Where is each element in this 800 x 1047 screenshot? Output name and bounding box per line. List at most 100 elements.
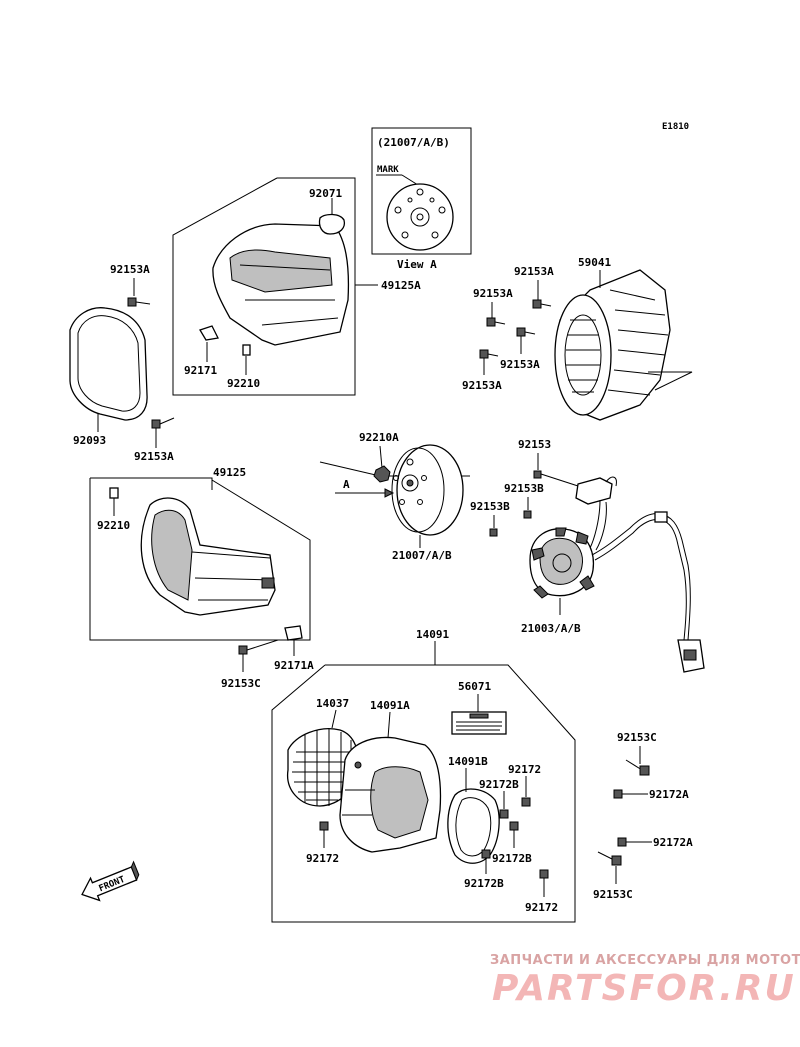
screen-mesh xyxy=(292,729,357,806)
clip-92171A xyxy=(284,625,303,641)
label-92153C-2: 92153C xyxy=(617,731,657,744)
pickup-clip xyxy=(605,476,617,487)
bolt-shank xyxy=(487,353,499,357)
label-14037: 14037 xyxy=(316,697,349,710)
fan-face xyxy=(554,294,612,416)
screw-92172A-2 xyxy=(617,837,627,847)
flywheel-hole xyxy=(431,231,439,239)
shroud-upper-group: 92071 49125A 92171 92210 xyxy=(172,177,421,396)
diagram-code: E1810 xyxy=(662,122,689,132)
cover-opening xyxy=(370,766,429,839)
screw-92172B-a xyxy=(499,809,509,819)
bolt-head xyxy=(523,510,532,519)
bolt-head xyxy=(127,297,137,307)
gasket-92093: 92093 xyxy=(69,307,148,447)
label-49125A: 49125A xyxy=(381,279,421,292)
harness-clip xyxy=(654,511,668,523)
screw-92172-a xyxy=(521,797,531,807)
label-21007: 21007/A/B xyxy=(392,549,452,562)
shroud-lower-shade xyxy=(151,509,193,601)
bolt-head xyxy=(479,349,489,359)
nut-92210A xyxy=(373,465,391,483)
clip-92210 xyxy=(242,344,251,356)
view-a-caption: View A xyxy=(397,258,437,271)
label-92171: 92171 xyxy=(184,364,217,377)
label-92153C-3: 92153C xyxy=(593,888,633,901)
leader-92210A xyxy=(379,445,383,469)
screw-92172B-c xyxy=(481,849,491,859)
label-92172-c: 92172 xyxy=(306,852,339,865)
pickup-wire xyxy=(589,499,607,551)
label-92172B-c: 92172B xyxy=(464,877,504,890)
watermark-tagline: ЗАПЧАСТИ И АКСЕССУАРЫ ДЛЯ МОТОТЕХНИКИ xyxy=(490,953,800,968)
flywheel-hole xyxy=(399,499,405,505)
group-box-49125A xyxy=(172,177,356,396)
view-a-mark-label: MARK xyxy=(377,165,399,175)
label-92153A-5: 92153A xyxy=(500,358,540,371)
group-box-14091 xyxy=(271,664,576,923)
flywheel-rim xyxy=(396,444,464,536)
front-arrow-depth xyxy=(130,860,140,882)
stator-inner xyxy=(539,537,583,585)
view-a-arrow-head xyxy=(384,488,395,498)
pickup-coil xyxy=(575,477,613,505)
fan-ring xyxy=(564,314,602,396)
label-92153A-4: 92153A xyxy=(473,287,513,300)
cover-group-14091: 14091 14037 14091A 56071 14091B 92172 92… xyxy=(271,628,576,923)
screw-92172-c xyxy=(319,821,329,831)
bolt-92153C-3-head xyxy=(611,855,622,866)
flywheel-hole xyxy=(394,206,402,214)
bolt-92153A-lower: 92153A xyxy=(134,417,175,463)
flywheel-hub-center xyxy=(406,479,414,487)
leader-14037 xyxy=(331,709,337,729)
label-92172B-a: 92172B xyxy=(479,778,519,791)
label-59041: 59041 xyxy=(578,256,611,269)
label-21003: 21003/A/B xyxy=(521,622,581,635)
label-92172A-1: 92172A xyxy=(649,788,689,801)
label-92172A-2: 92172A xyxy=(653,836,693,849)
shroud-upper-ribs xyxy=(239,264,339,326)
bolt-head xyxy=(516,327,526,337)
bolt-92153C-head xyxy=(238,645,248,655)
label-14091: 14091 xyxy=(416,628,449,641)
bolt-head xyxy=(486,317,496,327)
bolt-shank xyxy=(494,321,506,325)
cap-92071 xyxy=(318,213,346,235)
flywheel-hole xyxy=(417,499,423,505)
flywheel-hole xyxy=(416,188,424,196)
label-92093: 92093 xyxy=(73,434,106,447)
view-a-arrow-label: A xyxy=(343,478,350,491)
connector-pins xyxy=(683,649,697,661)
flywheel-hub xyxy=(401,474,419,492)
bolt-92153A-left: 92153A xyxy=(110,263,150,307)
label-92172-b: 92172 xyxy=(525,901,558,914)
fan-axis-line xyxy=(648,371,693,391)
bolt-head xyxy=(533,470,542,479)
flywheel-face-outline xyxy=(391,447,445,533)
stator-21003: 92153 92153B 92153B 21003/A/B xyxy=(470,438,705,673)
bolt-92153C-2-shank xyxy=(625,759,643,771)
bolt-shank xyxy=(524,331,536,335)
fan-blade-lines xyxy=(607,289,669,396)
label-92153A-1: 92153A xyxy=(110,263,150,276)
cover-boss xyxy=(354,761,362,769)
label-92172-a: 92172 xyxy=(508,763,541,776)
leader-14091A xyxy=(387,711,391,739)
label-56071: 56071 xyxy=(458,680,491,693)
mark-leader xyxy=(401,174,419,186)
label-92172B-b: 92172B xyxy=(492,852,532,865)
clip-92171 xyxy=(199,325,219,341)
bolt-head xyxy=(532,299,542,309)
flywheel-21007: 92210A A 21007/A/B xyxy=(319,431,470,562)
view-a-box xyxy=(371,127,472,255)
label-92153B-2: 92153B xyxy=(470,500,510,513)
flywheel-center xyxy=(416,213,424,221)
bolt-92153C-3-shank xyxy=(597,851,615,861)
view-a-header: (21007/A/B) xyxy=(377,136,450,149)
flywheel-hole xyxy=(421,475,427,481)
caution-label-56071 xyxy=(451,711,507,735)
stator-harness xyxy=(591,513,691,641)
label-92153A-6: 92153A xyxy=(462,379,502,392)
flywheel-face xyxy=(386,183,454,251)
label-92153: 92153 xyxy=(518,438,551,451)
